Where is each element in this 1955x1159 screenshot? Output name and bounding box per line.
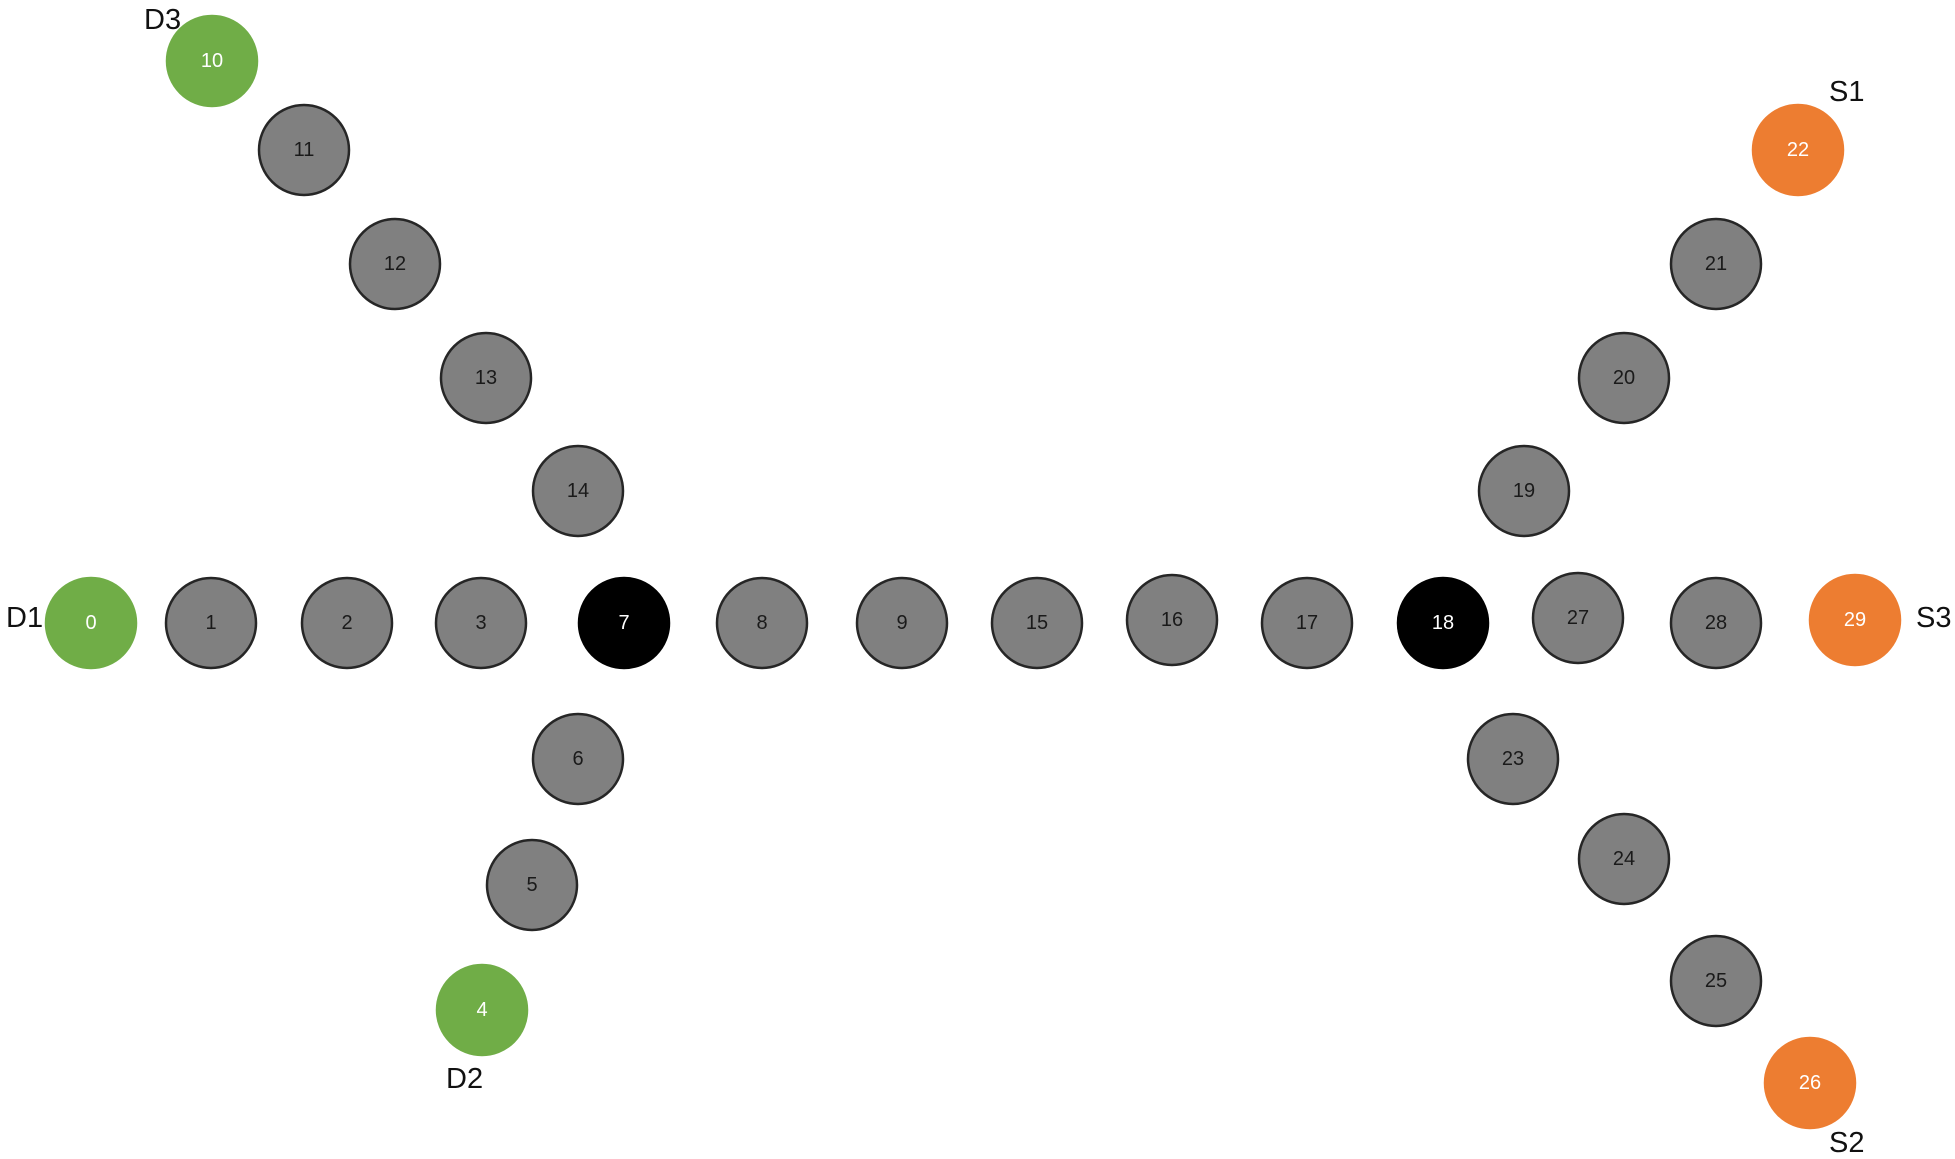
- endpoint-label-s1: S1: [1829, 76, 1864, 108]
- node-22: 22: [1751, 103, 1845, 197]
- node-circle-14: [531, 444, 625, 538]
- node-18: 18: [1396, 576, 1490, 670]
- node-label-6: 6: [572, 748, 583, 770]
- node-7: 7: [577, 576, 671, 670]
- node-circle-28: [1669, 576, 1763, 670]
- node-label-17: 17: [1296, 612, 1318, 634]
- node-circle-8: [715, 576, 809, 670]
- endpoint-label-s2: S2: [1829, 1127, 1864, 1159]
- node-9: 9: [855, 576, 949, 670]
- node-label-8: 8: [756, 612, 767, 634]
- node-circle-19: [1477, 444, 1571, 538]
- node-circle-1: [164, 576, 258, 670]
- node-circle-3: [434, 576, 528, 670]
- node-15: 15: [990, 576, 1084, 670]
- node-circle-4: [435, 963, 529, 1057]
- node-circle-2: [300, 576, 394, 670]
- node-label-12: 12: [384, 253, 406, 275]
- node-12: 12: [348, 217, 442, 311]
- node-label-10: 10: [201, 50, 223, 72]
- node-label-7: 7: [618, 612, 629, 634]
- node-circle-11: [257, 103, 351, 197]
- node-label-4: 4: [476, 999, 487, 1021]
- endpoint-label-d1: D1: [6, 602, 43, 634]
- node-label-5: 5: [526, 874, 537, 896]
- endpoint-label-s3: S3: [1916, 602, 1951, 634]
- node-5: 5: [485, 838, 579, 932]
- node-25: 25: [1669, 934, 1763, 1028]
- node-14: 14: [531, 444, 625, 538]
- node-26: 26: [1763, 1036, 1857, 1130]
- node-circle-27: [1531, 571, 1625, 665]
- node-label-29: 29: [1844, 609, 1866, 631]
- node-0: 0: [44, 576, 138, 670]
- node-label-3: 3: [475, 612, 486, 634]
- node-label-19: 19: [1513, 480, 1535, 502]
- node-label-16: 16: [1161, 609, 1183, 631]
- node-label-1: 1: [205, 612, 216, 634]
- endpoint-label-d2: D2: [446, 1063, 483, 1095]
- node-label-15: 15: [1026, 612, 1048, 634]
- node-label-28: 28: [1705, 612, 1727, 634]
- node-circle-16: [1125, 573, 1219, 667]
- node-label-26: 26: [1799, 1072, 1821, 1094]
- node-label-11: 11: [294, 139, 315, 161]
- node-28: 28: [1669, 576, 1763, 670]
- node-label-0: 0: [85, 612, 96, 634]
- node-circle-13: [439, 331, 533, 425]
- node-circle-29: [1808, 573, 1902, 667]
- node-circle-17: [1260, 576, 1354, 670]
- node-circle-22: [1751, 103, 1845, 197]
- node-10: 10: [165, 14, 259, 108]
- node-23: 23: [1466, 712, 1560, 806]
- node-circle-10: [165, 14, 259, 108]
- node-4: 4: [435, 963, 529, 1057]
- node-circle-7: [577, 576, 671, 670]
- node-24: 24: [1577, 812, 1671, 906]
- node-circle-0: [44, 576, 138, 670]
- node-circle-25: [1669, 934, 1763, 1028]
- node-circle-21: [1669, 217, 1763, 311]
- node-label-20: 20: [1613, 367, 1635, 389]
- node-circle-9: [855, 576, 949, 670]
- node-8: 8: [715, 576, 809, 670]
- node-11: 11: [257, 103, 351, 197]
- endpoint-labels-layer: D1 D2 D3 S1 S2 S3: [6, 4, 1951, 1159]
- node-circle-23: [1466, 712, 1560, 806]
- node-circle-6: [531, 712, 625, 806]
- node-circle-20: [1577, 331, 1671, 425]
- node-circle-26: [1763, 1036, 1857, 1130]
- node-label-9: 9: [896, 612, 907, 634]
- node-circle-12: [348, 217, 442, 311]
- node-label-24: 24: [1613, 848, 1635, 870]
- node-label-25: 25: [1705, 970, 1727, 992]
- node-21: 21: [1669, 217, 1763, 311]
- node-13: 13: [439, 331, 533, 425]
- node-label-14: 14: [567, 480, 589, 502]
- node-label-27: 27: [1567, 607, 1589, 629]
- node-circle-5: [485, 838, 579, 932]
- node-1: 1: [164, 576, 258, 670]
- node-16: 16: [1125, 573, 1219, 667]
- node-label-21: 21: [1705, 253, 1727, 275]
- node-6: 6: [531, 712, 625, 806]
- node-29: 29: [1808, 573, 1902, 667]
- node-circle-24: [1577, 812, 1671, 906]
- endpoint-label-d3: D3: [144, 4, 181, 36]
- node-27: 27: [1531, 571, 1625, 665]
- node-label-2: 2: [341, 612, 352, 634]
- node-label-13: 13: [475, 367, 497, 389]
- node-3: 3: [434, 576, 528, 670]
- node-label-22: 22: [1787, 139, 1809, 161]
- node-20: 20: [1577, 331, 1671, 425]
- node-circle-18: [1396, 576, 1490, 670]
- node-label-23: 23: [1502, 748, 1524, 770]
- node-label-18: 18: [1432, 612, 1454, 634]
- node-circle-15: [990, 576, 1084, 670]
- node-2: 2: [300, 576, 394, 670]
- node-19: 19: [1477, 444, 1571, 538]
- node-17: 17: [1260, 576, 1354, 670]
